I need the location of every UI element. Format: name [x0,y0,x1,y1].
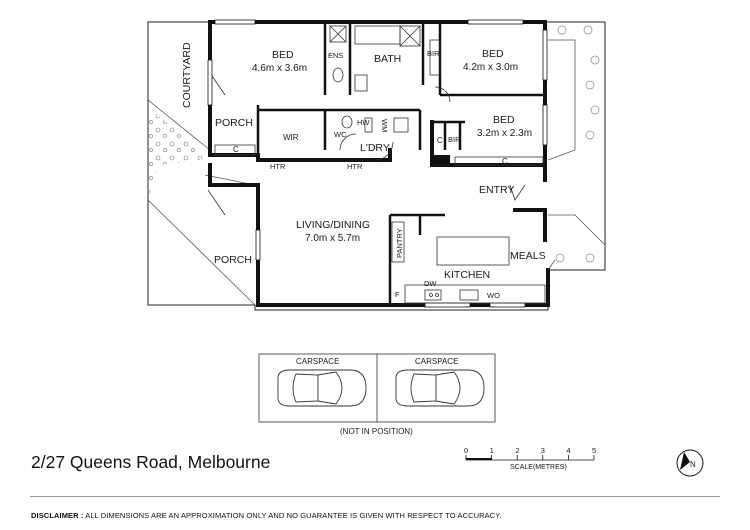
wc-label: WC [334,130,347,139]
dw-label: DW [424,279,437,288]
kitchen-fixtures [391,221,546,304]
site-boundary [147,21,606,311]
column [432,155,450,167]
living-label: LIVING/DINING [296,219,370,231]
htr2-label: HTR [347,162,363,171]
bathroom-fixtures [329,25,421,133]
exterior-walls [208,20,550,307]
bed1-label: BED [272,49,294,61]
wir-label: WIR [283,133,299,142]
bir1-label: BIR [427,49,440,58]
interior-walls [256,22,545,305]
c1-label: C [233,145,239,154]
bir2-label: BIR [448,135,461,144]
carspace-note: (NOT IN POSITION) [340,427,413,436]
ens-label: ENS [328,51,343,60]
north-label: N [690,460,696,469]
entry-label: ENTRY [479,184,514,196]
disclaimer-label: DISCLAIMER : [31,511,84,520]
bed3-label: BED [493,114,515,126]
bed2-label: BED [482,48,504,60]
scale-bar-first-segment [466,458,492,460]
c2-label: C [437,136,443,145]
disclaimer-text: ALL DIMENSIONS ARE AN APPROXIMATION ONLY… [85,511,502,520]
bed3-dims: 3.2m x 2.3m [477,128,532,139]
bed1-dims: 4.6m x 3.6m [252,63,307,74]
scale-caption: SCALE(METRES) [510,464,567,471]
scale-tick-4: 4 [566,446,570,455]
disclaimer-rule [30,496,720,497]
disclaimer: DISCLAIMER : ALL DIMENSIONS ARE AN APPRO… [31,511,502,520]
kitchen-label: KITCHEN [444,269,490,281]
scale-tick-0: 0 [464,446,468,455]
car-left [277,369,367,407]
windows [207,19,548,308]
patio-right [547,39,606,271]
bath-label: BATH [374,53,401,65]
wm-label: WM [380,119,389,132]
scale-tick-1: 1 [490,446,494,455]
courtyard-label: COURTYARD [181,42,193,108]
living-dims: 7.0m x 5.7m [305,233,360,244]
meals-label: MEALS [510,250,546,262]
scale-tick-3: 3 [541,446,545,455]
pantry-label: PANTRY [395,228,404,258]
htr1-label: HTR [270,162,286,171]
car-right [395,369,485,407]
hw-label: HW [357,118,370,127]
closets [214,39,544,166]
c3-label: C [502,157,508,166]
north-arrow-icon: N [676,449,704,477]
wo-label: WO [487,291,500,300]
porch2-label: PORCH [214,254,252,266]
scale-tick-5: 5 [592,446,596,455]
ldry-label: L'DRY [360,142,390,154]
shrubs [555,25,600,263]
bed2-dims: 4.2m x 3.0m [463,62,518,73]
carspace-right-label: CARSPACE [415,357,458,366]
f-label: F [395,290,400,299]
carspace-left-label: CARSPACE [296,357,339,366]
property-address: 2/27 Queens Road, Melbourne [31,452,271,472]
porch1-label: PORCH [215,117,253,129]
scale-tick-2: 2 [515,446,519,455]
garden-bed [148,108,210,200]
